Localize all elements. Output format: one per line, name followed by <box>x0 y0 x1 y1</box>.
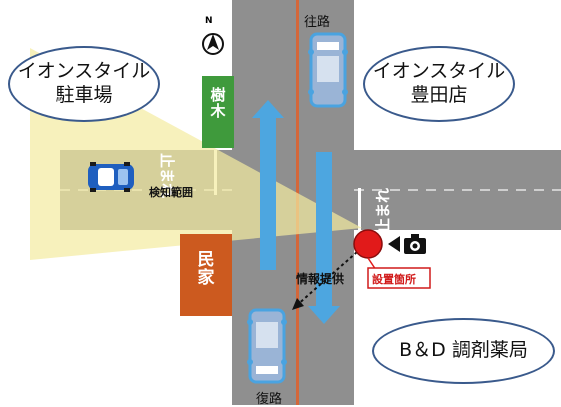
bubble-line: イオンスタイル <box>17 60 151 83</box>
stop-line-right <box>358 188 361 230</box>
info-flow-arrowhead <box>292 298 304 310</box>
camera-icon <box>404 234 426 254</box>
tree-label: 樹 木 <box>203 86 233 120</box>
sensor-marker <box>353 229 383 259</box>
bus-icon <box>308 32 348 108</box>
northbound-lane-arrow <box>260 116 276 270</box>
north-arrow-icon <box>202 33 224 55</box>
southbound-lane-arrow <box>316 152 332 308</box>
bubble-line: 豊田店 <box>410 84 468 106</box>
aeon-toyota-bubble: イオンスタイル 豊田店 <box>363 46 515 122</box>
northbound-arrow-head <box>252 100 284 118</box>
camera-direction-arrow <box>388 236 400 252</box>
tree-block <box>202 76 234 148</box>
bubble-line: 駐車場 <box>55 84 113 106</box>
install-location-box <box>367 267 431 289</box>
southbound-arrow-head <box>308 306 340 324</box>
install-location-label: 設置箇所 <box>372 273 416 286</box>
north-letter: N <box>205 16 213 26</box>
tree-label-char: 樹 <box>210 86 226 104</box>
tree-label-char: 木 <box>210 101 226 120</box>
info-flow-line <box>295 251 358 307</box>
bubble-line: B＆D 調剤薬局 <box>399 339 528 362</box>
bus-icon <box>247 308 287 384</box>
bubble-line: イオンスタイル <box>372 60 506 83</box>
car-icon <box>88 162 134 192</box>
detection-range-label: 検知範囲 <box>149 186 193 199</box>
outbound-label: 往路 <box>304 15 331 30</box>
stop-marking-main: 止まれ <box>374 187 392 233</box>
house-label-char: 民 <box>197 250 215 270</box>
bd-pharmacy-bubble: B＆D 調剤薬局 <box>372 318 555 384</box>
house-label-char: 家 <box>197 267 215 288</box>
house-label: 民 家 <box>182 250 230 288</box>
return-label: 復路 <box>256 392 283 407</box>
aeon-parking-bubble: イオンスタイル 駐車場 <box>8 46 160 122</box>
info-provided-label: 情報提供 <box>296 272 345 286</box>
house-block <box>180 234 232 316</box>
